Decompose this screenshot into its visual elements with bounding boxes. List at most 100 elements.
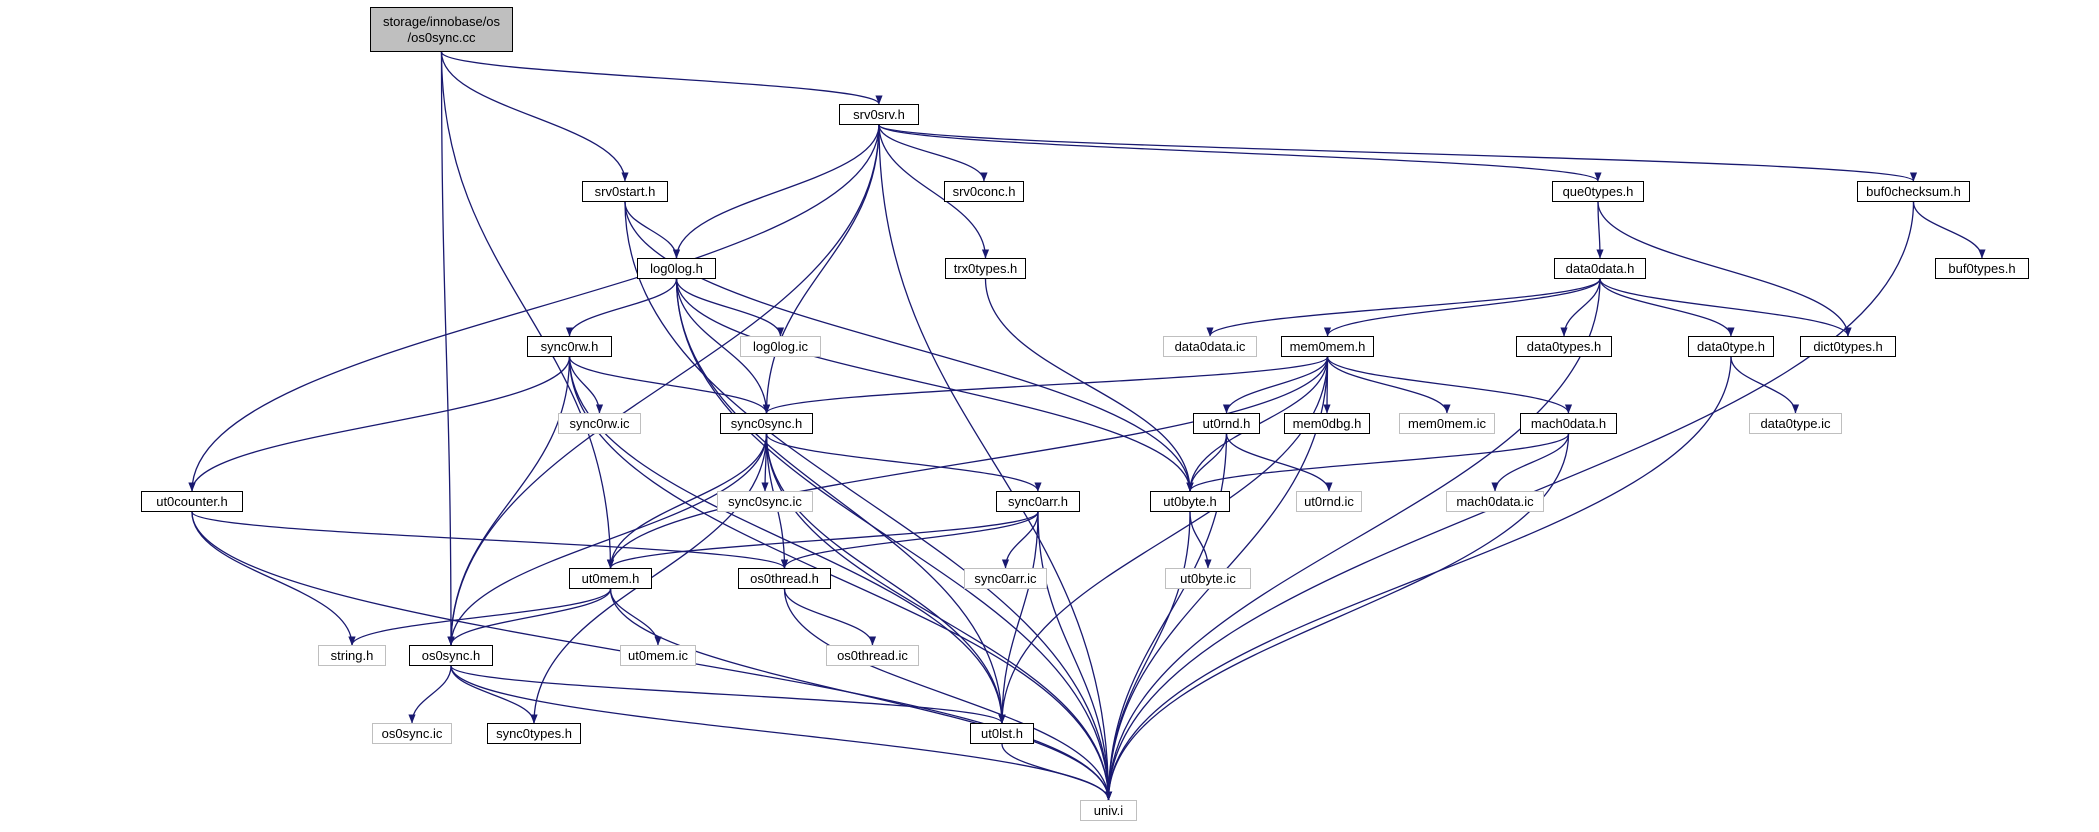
- edge-data0data-to-mem0mem: [1323, 278, 1601, 337]
- edge-os0thread-to-os0threadic: [783, 588, 877, 646]
- node-trx0types[interactable]: trx0types.h: [945, 258, 1026, 279]
- edge-ut0mem-to-ut0memic: [609, 588, 662, 646]
- edge-data0data-to-univ: [1104, 278, 1601, 801]
- node-ut0byte-ic: ut0byte.ic: [1165, 568, 1251, 589]
- node-string-h: string.h: [318, 645, 386, 666]
- node-mach0data[interactable]: mach0data.h: [1520, 413, 1617, 434]
- edge-sync0arr-to-ut0lst: [998, 511, 1039, 724]
- node-data0types[interactable]: data0types.h: [1516, 336, 1612, 357]
- edge-srv0srv-to-srv0conc: [878, 124, 988, 182]
- node-sync0types[interactable]: sync0types.h: [487, 723, 581, 744]
- edge-sync0arr-to-sync0arric: [1001, 511, 1039, 569]
- edge-data0data-to-dict0types: [1599, 278, 1852, 337]
- edge-root-to-srv0srv: [440, 51, 883, 105]
- node-srv0srv[interactable]: srv0srv.h: [839, 104, 919, 125]
- edge-ut0counter-to-stringh: [191, 511, 356, 646]
- edge-ut0lst-to-univ: [1001, 743, 1113, 801]
- edge-que0types-to-dict0types: [1597, 201, 1852, 337]
- edge-srv0srv-to-ut0counter: [188, 124, 880, 492]
- edge-ut0counter-to-os0thread: [191, 511, 788, 569]
- edge-srv0srv-to-buf0checksum: [878, 124, 1917, 182]
- node-log0log[interactable]: log0log.h: [637, 258, 716, 279]
- edge-root-to-srv0start: [440, 51, 629, 182]
- node-sync0sync-ic: sync0sync.ic: [717, 491, 813, 512]
- edge-log0log-to-ut0byte: [675, 278, 1194, 492]
- edge-ut0rnd-to-ut0byte: [1186, 433, 1228, 492]
- node-ut0counter[interactable]: ut0counter.h: [141, 491, 243, 512]
- node-buf0checksum[interactable]: buf0checksum.h: [1857, 181, 1970, 202]
- edge-sync0sync-to-os0sync: [447, 433, 768, 646]
- edge-sync0rw-to-ut0counter: [188, 356, 571, 492]
- edge-sync0sync-to-ut0lst: [765, 433, 1006, 724]
- node-os0sync[interactable]: os0sync.h: [409, 645, 493, 666]
- node-mem0dbg[interactable]: mem0dbg.h: [1284, 413, 1370, 434]
- edge-que0types-to-data0data: [1596, 201, 1604, 259]
- edge-log0log-to-log0logic: [675, 278, 785, 337]
- node-ut0mem[interactable]: ut0mem.h: [569, 568, 652, 589]
- edge-sync0sync-to-sync0arr: [765, 433, 1042, 492]
- node-que0types[interactable]: que0types.h: [1552, 181, 1644, 202]
- node-ut0rnd[interactable]: ut0rnd.h: [1193, 413, 1260, 434]
- edge-mach0data-to-mach0dataic: [1491, 433, 1570, 492]
- edge-sync0rw-to-univ: [568, 356, 1113, 801]
- node-buf0types[interactable]: buf0types.h: [1935, 258, 2029, 279]
- edge-sync0rw-to-sync0sync: [568, 356, 771, 414]
- edge-data0data-to-data0type: [1599, 278, 1735, 337]
- node-srv0conc[interactable]: srv0conc.h: [944, 181, 1024, 202]
- edge-log0log-to-sync0sync: [675, 278, 771, 414]
- edge-data0data-to-data0types: [1560, 278, 1601, 337]
- node-univ-i: univ.i: [1080, 800, 1137, 821]
- edge-root-to-ut0mem: [440, 51, 615, 569]
- node-ut0mem-ic: ut0mem.ic: [620, 645, 696, 666]
- node-mem0mem[interactable]: mem0mem.h: [1281, 336, 1374, 357]
- edge-os0sync-to-sync0types: [450, 665, 538, 724]
- edge-ut0mem-to-stringh: [348, 588, 612, 646]
- edge-srv0start-to-log0log: [624, 201, 681, 259]
- node-dict0types[interactable]: dict0types.h: [1800, 336, 1896, 357]
- edge-log0log-to-ut0lst: [675, 278, 1006, 724]
- edge-ut0byte-to-univ: [1104, 511, 1191, 801]
- edge-buf0checksum-to-buf0types: [1912, 201, 1986, 259]
- node-os0sync-ic: os0sync.ic: [372, 723, 452, 744]
- edge-log0log-to-univ: [675, 278, 1113, 801]
- edge-data0data-to-data0dataic: [1206, 278, 1601, 337]
- edge-mach0data-to-ut0byte: [1186, 433, 1570, 492]
- edge-root-to-os0sync: [440, 51, 455, 646]
- node-srv0start[interactable]: srv0start.h: [582, 181, 668, 202]
- node-mach0data-ic: mach0data.ic: [1446, 491, 1544, 512]
- edge-sync0arr-to-univ: [1037, 511, 1113, 801]
- edge-srv0srv-to-log0log: [672, 124, 880, 259]
- node-os0thread[interactable]: os0thread.h: [738, 568, 831, 589]
- edge-trx0types-to-ut0byte: [984, 278, 1194, 492]
- node-sync0rw[interactable]: sync0rw.h: [527, 336, 612, 357]
- node-sync0rw-ic: sync0rw.ic: [558, 413, 641, 434]
- edge-mem0mem-to-mem0memic: [1326, 356, 1451, 414]
- edge-mem0mem-to-ut0lst: [998, 356, 1329, 724]
- node-ut0lst[interactable]: ut0lst.h: [970, 723, 1034, 744]
- node-ut0byte[interactable]: ut0byte.h: [1150, 491, 1230, 512]
- node-log0log-ic: log0log.ic: [740, 336, 821, 357]
- edge-sync0rw-to-os0sync: [447, 356, 571, 646]
- edge-data0type-to-univ: [1104, 356, 1732, 801]
- edge-sync0arr-to-ut0mem: [607, 511, 1039, 569]
- node-sync0arr[interactable]: sync0arr.h: [996, 491, 1080, 512]
- edge-ut0mem-to-univ: [609, 588, 1113, 801]
- edge-srv0srv-to-univ: [878, 124, 1113, 801]
- node-data0type[interactable]: data0type.h: [1688, 336, 1774, 357]
- edge-srv0start-to-ut0byte: [624, 201, 1194, 492]
- node-sync0arr-ic: sync0arr.ic: [964, 568, 1047, 589]
- edge-ut0mem-to-os0sync: [447, 588, 612, 646]
- node-mem0mem-ic: mem0mem.ic: [1399, 413, 1495, 434]
- edge-os0sync-to-ut0lst: [450, 665, 1006, 724]
- edge-mem0mem-to-sync0sync: [763, 356, 1329, 414]
- node-sync0sync[interactable]: sync0sync.h: [720, 413, 813, 434]
- node-data0data-ic: data0data.ic: [1163, 336, 1257, 357]
- edge-mem0mem-to-ut0mem: [606, 356, 1329, 569]
- node-data0data[interactable]: data0data.h: [1554, 258, 1646, 279]
- edge-mem0mem-to-ut0rnd: [1222, 356, 1329, 414]
- node-root-file: storage/innobase/os /os0sync.cc: [370, 7, 513, 52]
- edge-srv0start-to-univ: [624, 201, 1113, 801]
- edge-log0log-to-sync0rw: [565, 278, 678, 337]
- edge-srv0srv-to-trx0types: [878, 124, 990, 259]
